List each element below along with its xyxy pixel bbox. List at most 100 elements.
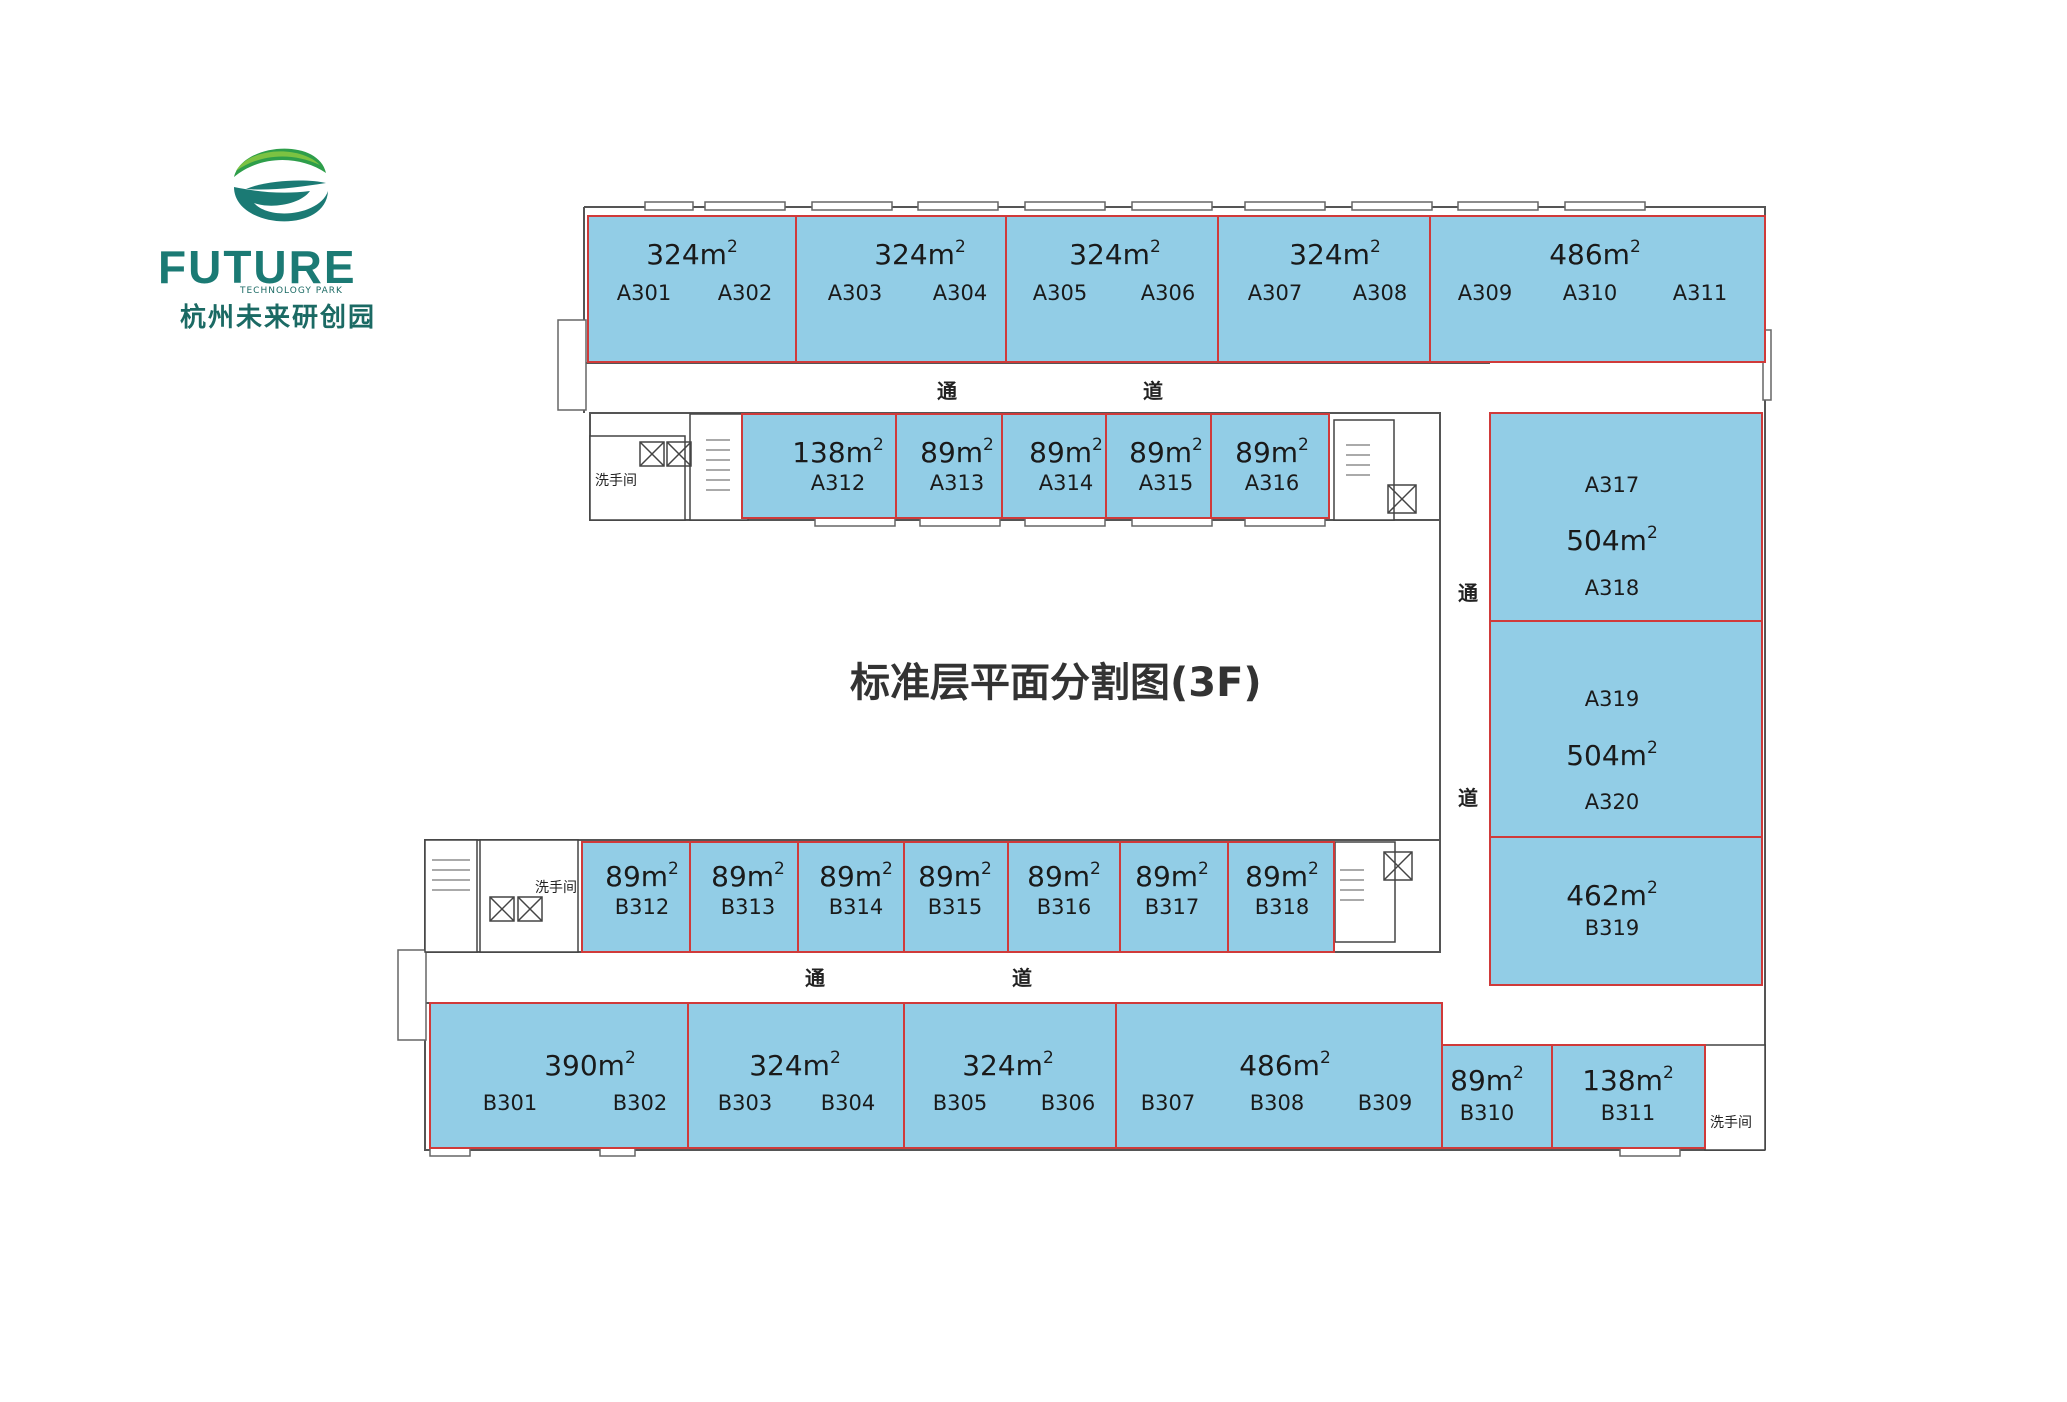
unit-label: A301 xyxy=(617,281,671,305)
corridor-c-char-2: 道 xyxy=(1458,786,1478,810)
unit-area: 324m2 xyxy=(646,237,738,271)
windows xyxy=(397,201,1772,1157)
unit-label: B312 xyxy=(615,895,670,919)
logo-tagline: TECHNOLOGY PARK xyxy=(240,286,343,296)
unit-label: A306 xyxy=(1141,281,1195,305)
unit-label: A320 xyxy=(1585,790,1639,814)
unit-fill xyxy=(581,841,691,953)
unit-label: A319 xyxy=(1585,687,1639,711)
logo-name-cn: 杭州未来研创园 xyxy=(180,303,377,333)
unit-area: 504m2 xyxy=(1566,523,1658,557)
unit-fill xyxy=(1001,413,1107,519)
unit-fill xyxy=(587,215,797,363)
unit-label: B319 xyxy=(1585,916,1640,940)
unit-label: B315 xyxy=(928,895,983,919)
restroom-label-c: 洗手间 xyxy=(1710,1115,1752,1131)
unit-area: 89m2 xyxy=(1245,859,1319,893)
unit-fill xyxy=(903,841,1009,953)
unit-area: 324m2 xyxy=(749,1048,841,1082)
unit-label: B303 xyxy=(718,1091,773,1115)
unit-area: 89m2 xyxy=(711,859,785,893)
unit-area: 324m2 xyxy=(962,1048,1054,1082)
unit-fill xyxy=(895,413,1003,519)
unit-label: A304 xyxy=(933,281,987,305)
unit-area: 462m2 xyxy=(1566,878,1658,912)
logo-brand: FUTURE xyxy=(158,241,357,293)
unit-label: A308 xyxy=(1353,281,1407,305)
unit-label: B318 xyxy=(1255,895,1310,919)
unit-label: A310 xyxy=(1563,281,1617,305)
unit-area: 504m2 xyxy=(1566,738,1658,772)
unit-label: A313 xyxy=(930,471,984,495)
corridor-b-char-2: 道 xyxy=(1012,966,1032,990)
unit-label: B308 xyxy=(1250,1091,1305,1115)
unit-label: B311 xyxy=(1601,1101,1656,1125)
unit-label: A315 xyxy=(1139,471,1193,495)
corridor-labels: 通 道 通 道 通 道 xyxy=(805,379,1478,990)
unit-label: B316 xyxy=(1037,895,1092,919)
unit-fill xyxy=(795,215,1007,363)
unit-label: B309 xyxy=(1358,1091,1413,1115)
unit-area: 324m2 xyxy=(874,237,966,271)
unit-label: B314 xyxy=(829,895,884,919)
unit-label: A318 xyxy=(1585,576,1639,600)
unit-fill xyxy=(903,1002,1117,1149)
unit-label: A303 xyxy=(828,281,882,305)
unit-area: 486m2 xyxy=(1549,237,1641,271)
unit-area: 89m2 xyxy=(1029,435,1103,469)
unit-fill xyxy=(1227,841,1335,953)
unit-fill xyxy=(429,1002,689,1149)
unit-area: 138m2 xyxy=(792,435,884,469)
unit-label: B301 xyxy=(483,1091,538,1115)
unit-label: B310 xyxy=(1460,1101,1515,1125)
unit-label: B304 xyxy=(821,1091,876,1115)
unit-area: 89m2 xyxy=(605,859,679,893)
unit-fill xyxy=(741,413,897,519)
unit-label: A314 xyxy=(1039,471,1093,495)
unit-area: 89m2 xyxy=(1129,435,1203,469)
unit-area: 89m2 xyxy=(1450,1063,1524,1097)
unit-label: A316 xyxy=(1245,471,1299,495)
unit-area: 486m2 xyxy=(1239,1048,1331,1082)
corridor-a-char-2: 道 xyxy=(1143,379,1163,403)
stair-treads xyxy=(432,439,1370,901)
unit-area: 89m2 xyxy=(918,859,992,893)
unit-area: 89m2 xyxy=(920,435,994,469)
unit-area: 89m2 xyxy=(1027,859,1101,893)
unit-area: 324m2 xyxy=(1069,237,1161,271)
unit-fill xyxy=(1551,1044,1706,1149)
page-title: 标准层平面分割图(3F) xyxy=(850,660,1262,706)
corridor-a-char-1: 通 xyxy=(937,379,957,403)
unit-label: B317 xyxy=(1145,895,1200,919)
unit-fill xyxy=(1115,1002,1443,1149)
elevator-icons xyxy=(489,441,1417,922)
unit-fill xyxy=(1007,841,1121,953)
unit-fill xyxy=(1005,215,1219,363)
unit-label: B302 xyxy=(613,1091,668,1115)
unit-area: 324m2 xyxy=(1289,237,1381,271)
unit-fill xyxy=(1210,413,1330,519)
unit-area: 138m2 xyxy=(1582,1063,1674,1097)
unit-fill xyxy=(1489,620,1763,838)
